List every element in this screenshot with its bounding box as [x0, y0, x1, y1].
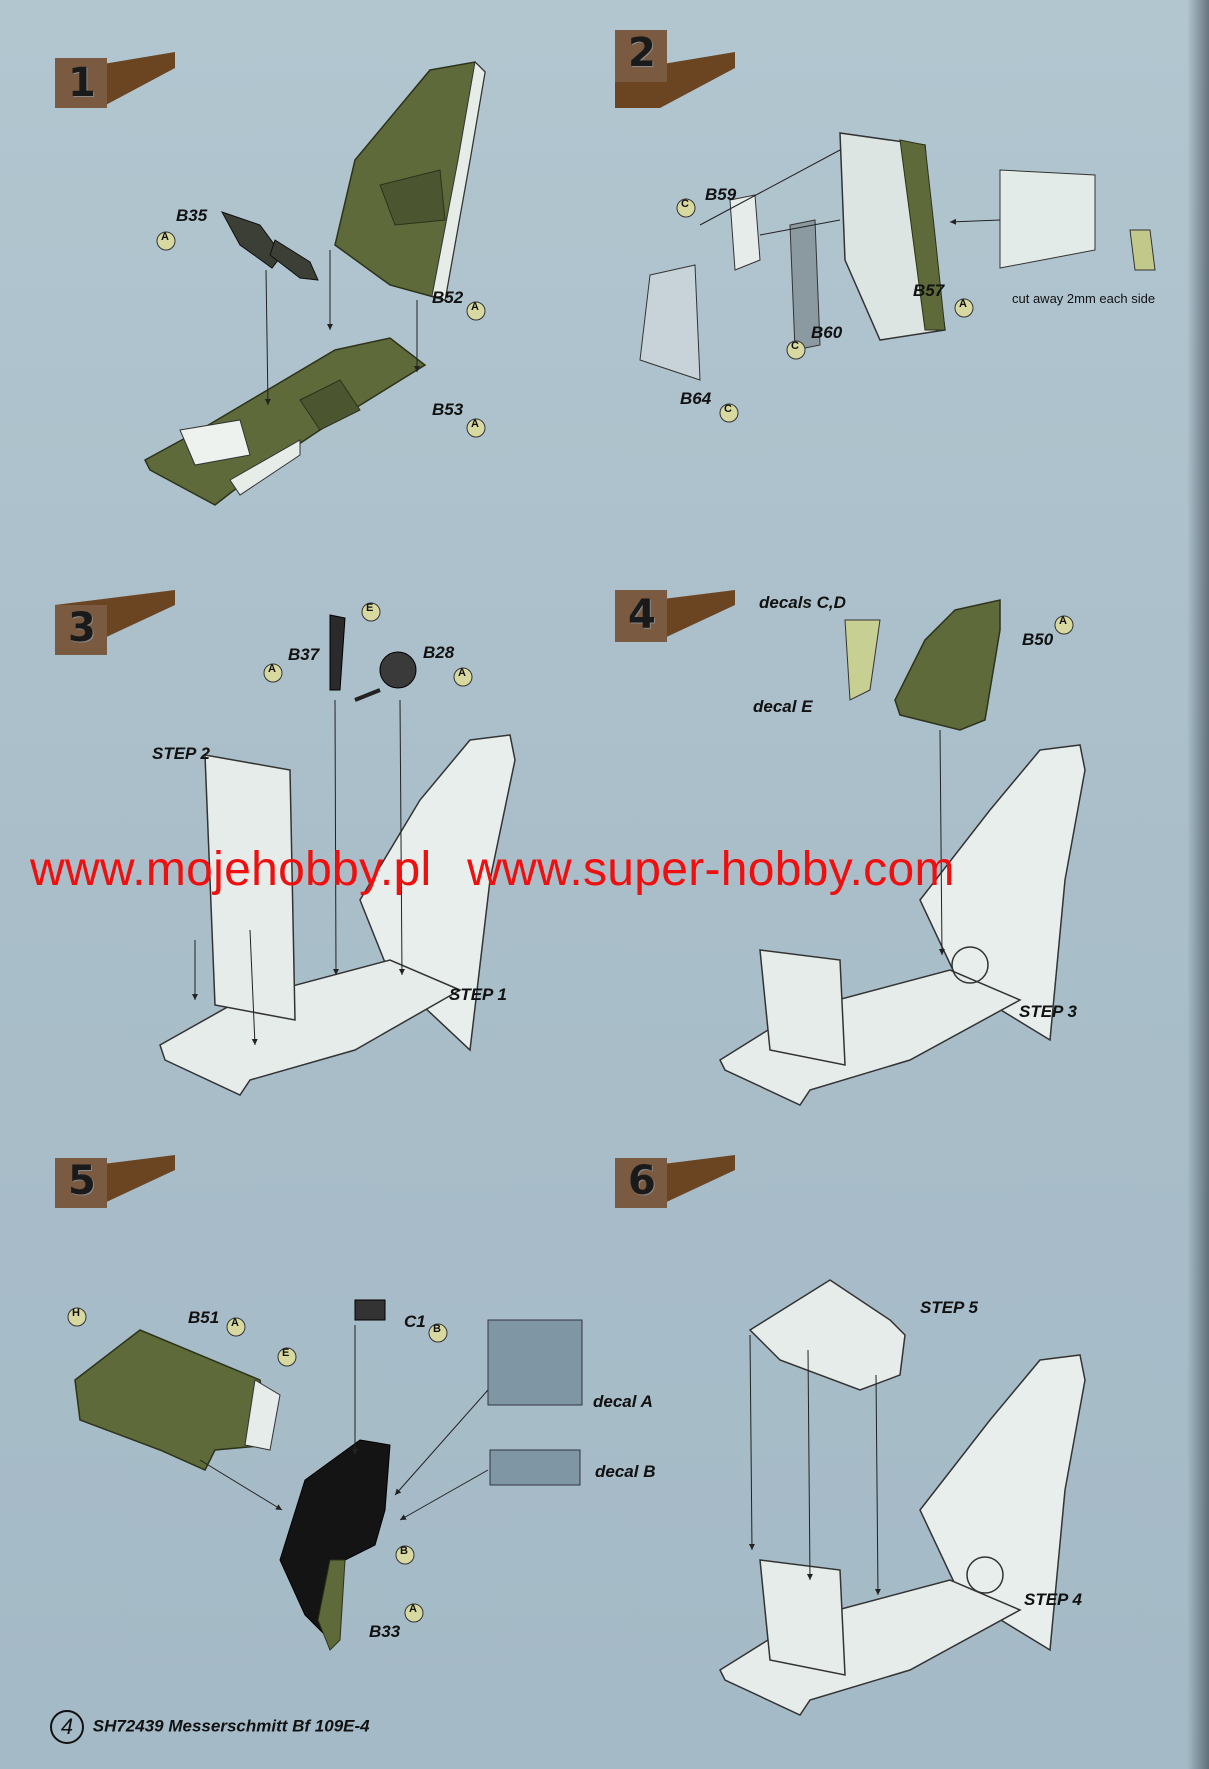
step-number-4: 4 — [628, 592, 656, 638]
cut-note: cut away 2mm each side — [1012, 291, 1156, 306]
step-number-1: 1 — [68, 60, 96, 106]
sprue-letter: B — [400, 1545, 408, 1557]
part-label: B53 — [432, 400, 464, 419]
sprue-letter: E — [366, 602, 374, 614]
sprue-letter: E — [282, 1347, 290, 1359]
step-reference: STEP 5 — [920, 1298, 978, 1317]
sprue-letter: A — [268, 663, 276, 675]
sprue-letter: A — [409, 1603, 417, 1615]
watermark-left: www.mojehobby.pl — [30, 843, 432, 896]
step-3-tag — [55, 590, 175, 655]
sprue-letter: B — [433, 1323, 441, 1335]
step-1-tag — [55, 52, 175, 108]
decal-label: decal E — [753, 697, 813, 716]
part-label: B33 — [369, 1622, 401, 1641]
sprue-letter: H — [72, 1307, 80, 1319]
part-label: C1 — [404, 1312, 426, 1331]
part-label: B37 — [288, 645, 320, 664]
sprue-letter: A — [471, 418, 479, 430]
part-label: B28 — [423, 643, 455, 662]
sprue-letter: A — [471, 301, 479, 313]
step-number-6: 6 — [628, 1158, 656, 1204]
part-label: B64 — [680, 389, 712, 408]
watermark: www.mojehobby.pl www.super-hobby.com — [30, 842, 1190, 897]
step-number-5: 5 — [68, 1158, 96, 1204]
sprue-letter: A — [231, 1317, 239, 1329]
step-5-drawing — [67, 1299, 583, 1651]
sprue-letter: A — [959, 298, 967, 310]
sprue-letter: C — [791, 340, 799, 352]
footer: 4 SH72439 Messerschmitt Bf 109E-4 — [50, 1710, 370, 1744]
step-5-tag — [55, 1155, 175, 1208]
step-number-3: 3 — [68, 605, 96, 651]
sprue-letter: A — [1059, 615, 1067, 627]
step-6-drawing — [719, 1279, 1086, 1716]
step-1-drawing — [144, 60, 486, 506]
sprue-letter: A — [161, 231, 169, 243]
step-reference: STEP 4 — [1024, 1590, 1082, 1609]
part-label: B50 — [1022, 630, 1054, 649]
watermark-right: www.super-hobby.com — [467, 843, 955, 896]
part-label: B35 — [176, 206, 208, 225]
decal-label: decal A — [593, 1392, 653, 1411]
footer-title: SH72439 Messerschmitt Bf 109E-4 — [92, 1716, 370, 1736]
sprue-letter: C — [724, 403, 732, 415]
step-number-2: 2 — [628, 30, 656, 76]
part-label: B52 — [432, 288, 464, 307]
step-6-tag — [615, 1155, 735, 1208]
page-number: 4 — [50, 1710, 84, 1744]
sprue-letter: A — [458, 667, 466, 679]
part-label: B57 — [913, 281, 945, 300]
page-edge-shadow — [1187, 0, 1209, 1769]
part-label: B59 — [705, 185, 737, 204]
decal-label: decals C,D — [759, 593, 846, 612]
decal-label: decal B — [595, 1462, 656, 1481]
step-reference: STEP 1 — [449, 985, 507, 1004]
step-reference: STEP 2 — [152, 744, 210, 763]
step-reference: STEP 3 — [1019, 1002, 1077, 1021]
step-2-tag — [615, 30, 735, 108]
sprue-letter: C — [681, 198, 689, 210]
part-label: B60 — [811, 323, 843, 342]
step-4-drawing — [719, 599, 1086, 1106]
part-label: B51 — [188, 1308, 220, 1327]
step-4-tag — [615, 590, 735, 642]
step-3-drawing — [159, 602, 516, 1096]
step-2-drawing — [639, 132, 1156, 423]
